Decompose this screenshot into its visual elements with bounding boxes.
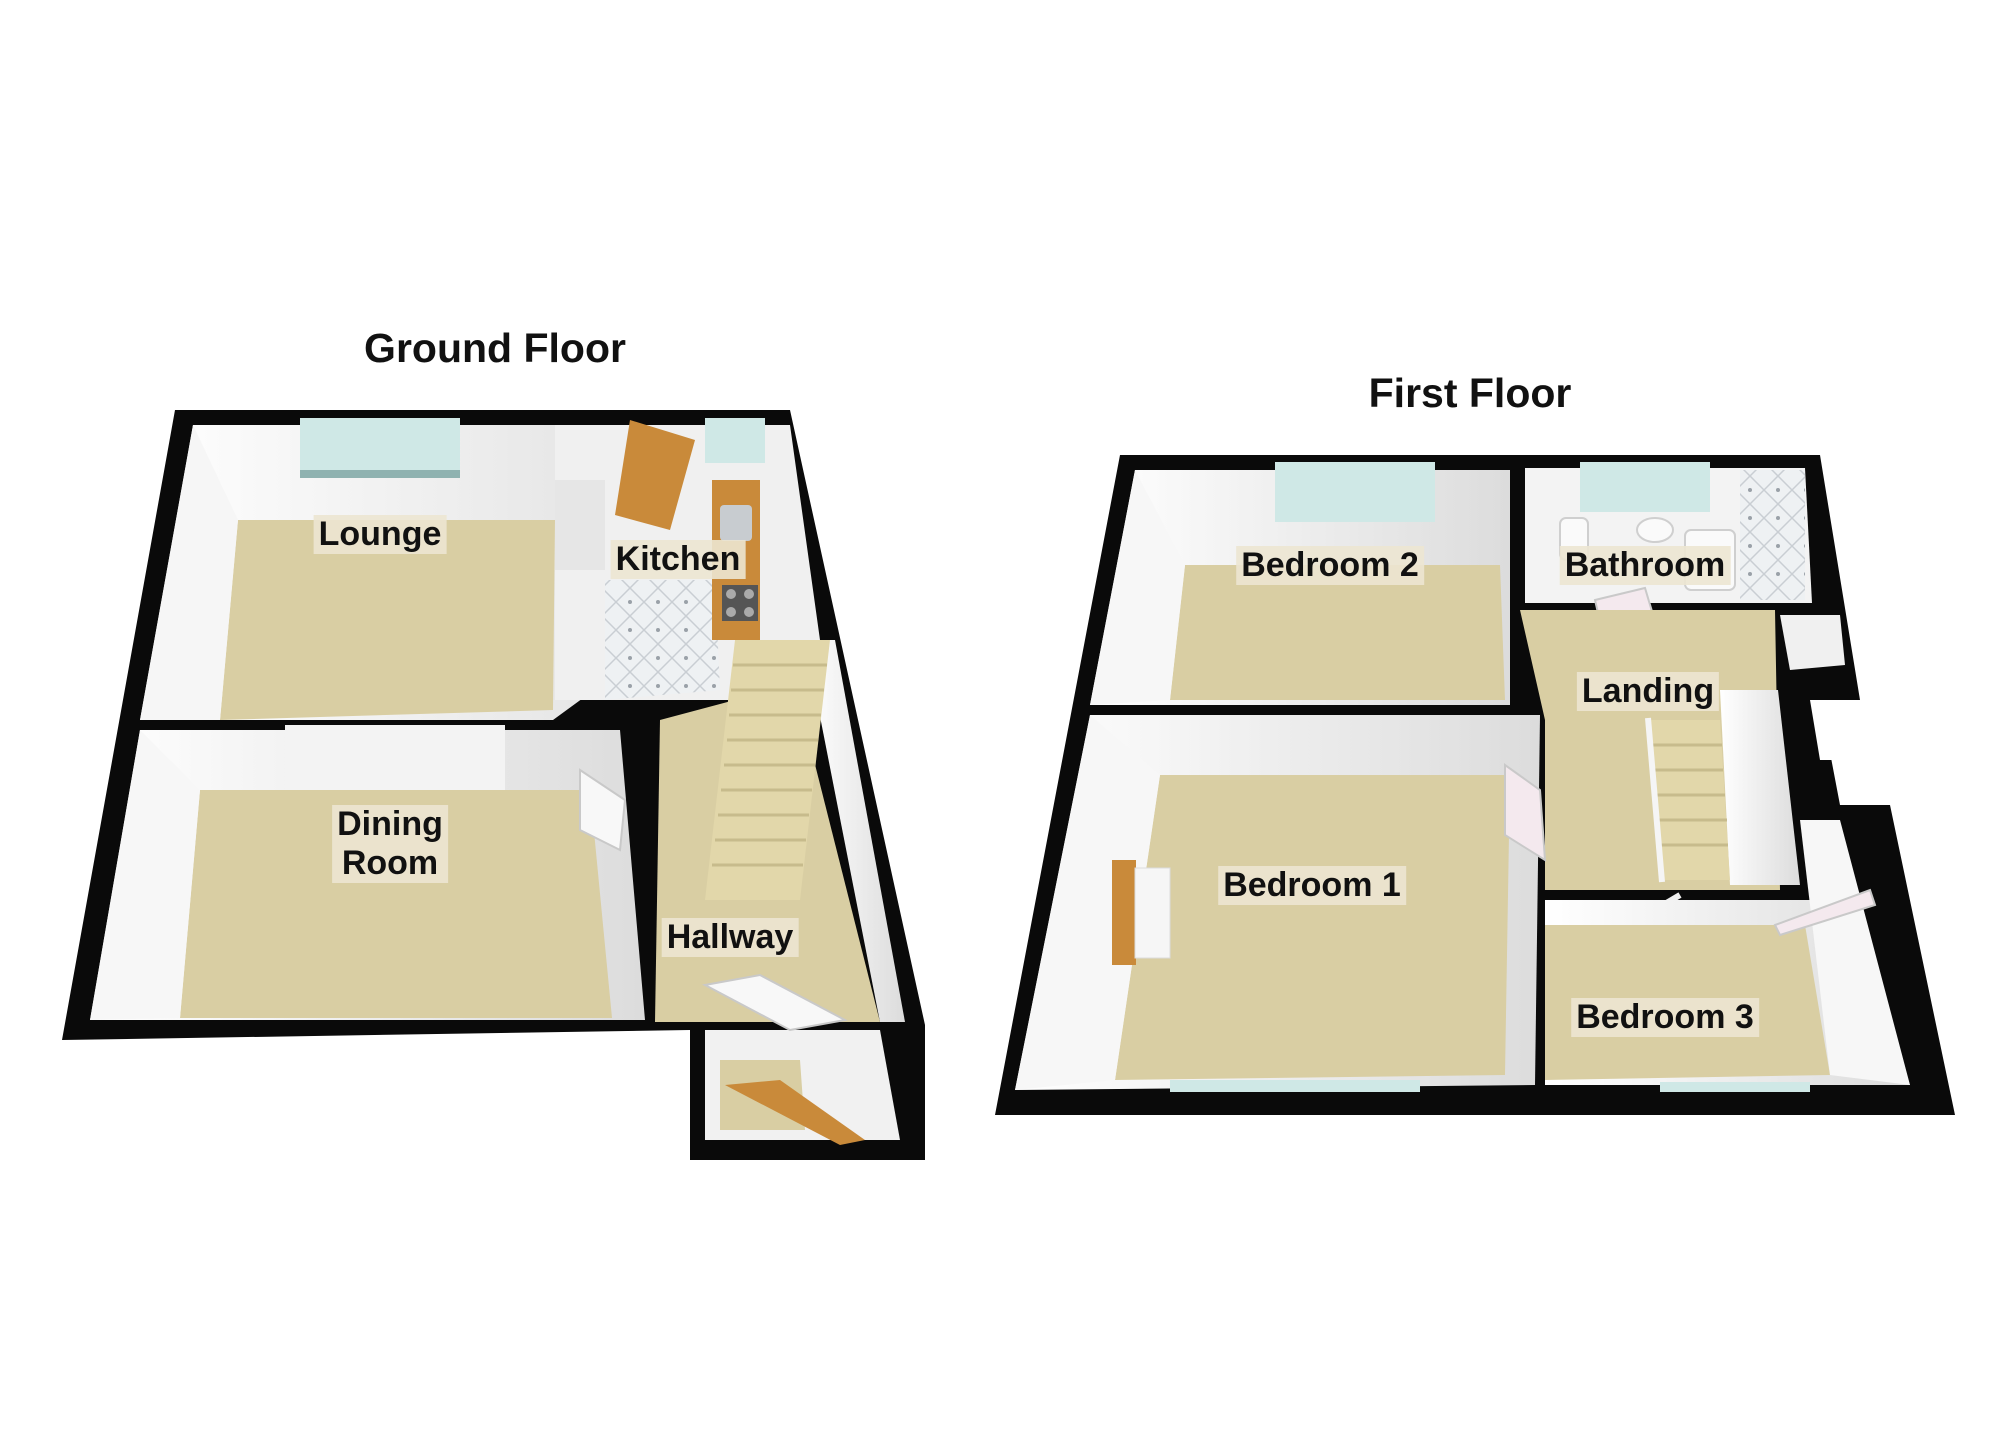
first-floor-title: First Floor bbox=[1368, 370, 1572, 416]
kitchen-window bbox=[705, 418, 765, 463]
kitchen-pantry bbox=[555, 480, 605, 570]
ground-floor-title: Ground Floor bbox=[364, 325, 626, 371]
room-label-line: Hallway bbox=[666, 918, 794, 956]
bedroom-2-floor bbox=[1170, 565, 1505, 700]
first-floor-stairs bbox=[1645, 717, 1730, 883]
room-label-line: Bedroom 3 bbox=[1576, 998, 1754, 1036]
hob-ring bbox=[726, 607, 736, 617]
bedroom-3-side-wall bbox=[1800, 820, 1910, 1085]
first-floor-side-notch bbox=[1810, 700, 1860, 760]
ground-floor bbox=[62, 410, 925, 1160]
hallway-wall bbox=[805, 640, 905, 1022]
bathroom-tiles bbox=[1740, 470, 1805, 600]
room-label-line: Dining bbox=[337, 805, 443, 843]
room-label-bathroom: Bathroom bbox=[1559, 546, 1731, 585]
room-label-bedroom-2: Bedroom 2 bbox=[1236, 546, 1424, 585]
landing-wall bbox=[1720, 690, 1800, 885]
bedroom-3-door bbox=[1773, 888, 1877, 937]
bedroom-1-side-wall bbox=[1015, 715, 1160, 1090]
front-door bbox=[725, 1080, 865, 1145]
room-label-hallway: Hallway bbox=[661, 918, 799, 957]
stairs-base bbox=[1650, 720, 1730, 880]
room-label-bedroom-1: Bedroom 1 bbox=[1218, 866, 1406, 905]
bedroom-1-hearth bbox=[1134, 867, 1171, 959]
bedroom-1-floor bbox=[1115, 775, 1510, 1080]
room-label-landing: Landing bbox=[1576, 672, 1720, 711]
room-label-line: Bedroom 1 bbox=[1223, 866, 1401, 904]
bedroom-1-door bbox=[1504, 763, 1547, 862]
lounge-side-wall-shade bbox=[140, 425, 238, 720]
ground-floor-stairs bbox=[705, 640, 830, 900]
dining-room-door bbox=[579, 768, 627, 852]
room-label-line: Landing bbox=[1581, 672, 1715, 710]
room-label-kitchen: Kitchen bbox=[610, 540, 746, 579]
first-floor bbox=[995, 455, 1955, 1115]
dining-room-floor bbox=[180, 790, 612, 1018]
kitchen-hob bbox=[722, 585, 758, 621]
dining-room-side-wall bbox=[90, 730, 200, 1020]
kitchen-sink bbox=[720, 505, 752, 541]
landing-right-return bbox=[1780, 615, 1845, 670]
stair-banister bbox=[1645, 717, 1665, 883]
bedroom-3-window bbox=[1660, 1082, 1810, 1092]
hob-ring bbox=[744, 607, 754, 617]
room-label-line: Lounge bbox=[318, 515, 442, 553]
hob-ring bbox=[726, 589, 736, 599]
kitchen-back-door bbox=[615, 420, 695, 530]
bedroom-1-window bbox=[1170, 1080, 1420, 1092]
bathroom-window bbox=[1580, 462, 1710, 512]
room-label-line: Bathroom bbox=[1564, 546, 1726, 584]
room-label-lounge: Lounge bbox=[313, 515, 447, 554]
lounge-window-sill bbox=[300, 470, 460, 478]
room-label-dining-room: Dining Room bbox=[332, 805, 448, 883]
bedroom-2-window bbox=[1275, 462, 1435, 522]
room-label-line: Room bbox=[341, 844, 439, 882]
bedroom-2-side-wall bbox=[1090, 470, 1185, 705]
dining-room-partition bbox=[285, 725, 505, 790]
room-label-bedroom-3: Bedroom 3 bbox=[1571, 998, 1759, 1037]
stairs-base bbox=[705, 640, 830, 900]
lounge-window bbox=[300, 418, 460, 478]
bedroom-1-fireplace bbox=[1112, 860, 1136, 965]
room-label-line: Kitchen bbox=[615, 540, 741, 578]
hallway-inner-door bbox=[701, 973, 849, 1032]
kitchen-floor bbox=[605, 580, 720, 700]
hob-ring bbox=[744, 589, 754, 599]
lounge-floor bbox=[220, 520, 555, 720]
bathroom-basin bbox=[1636, 517, 1674, 543]
room-label-line: Bedroom 2 bbox=[1241, 546, 1419, 584]
